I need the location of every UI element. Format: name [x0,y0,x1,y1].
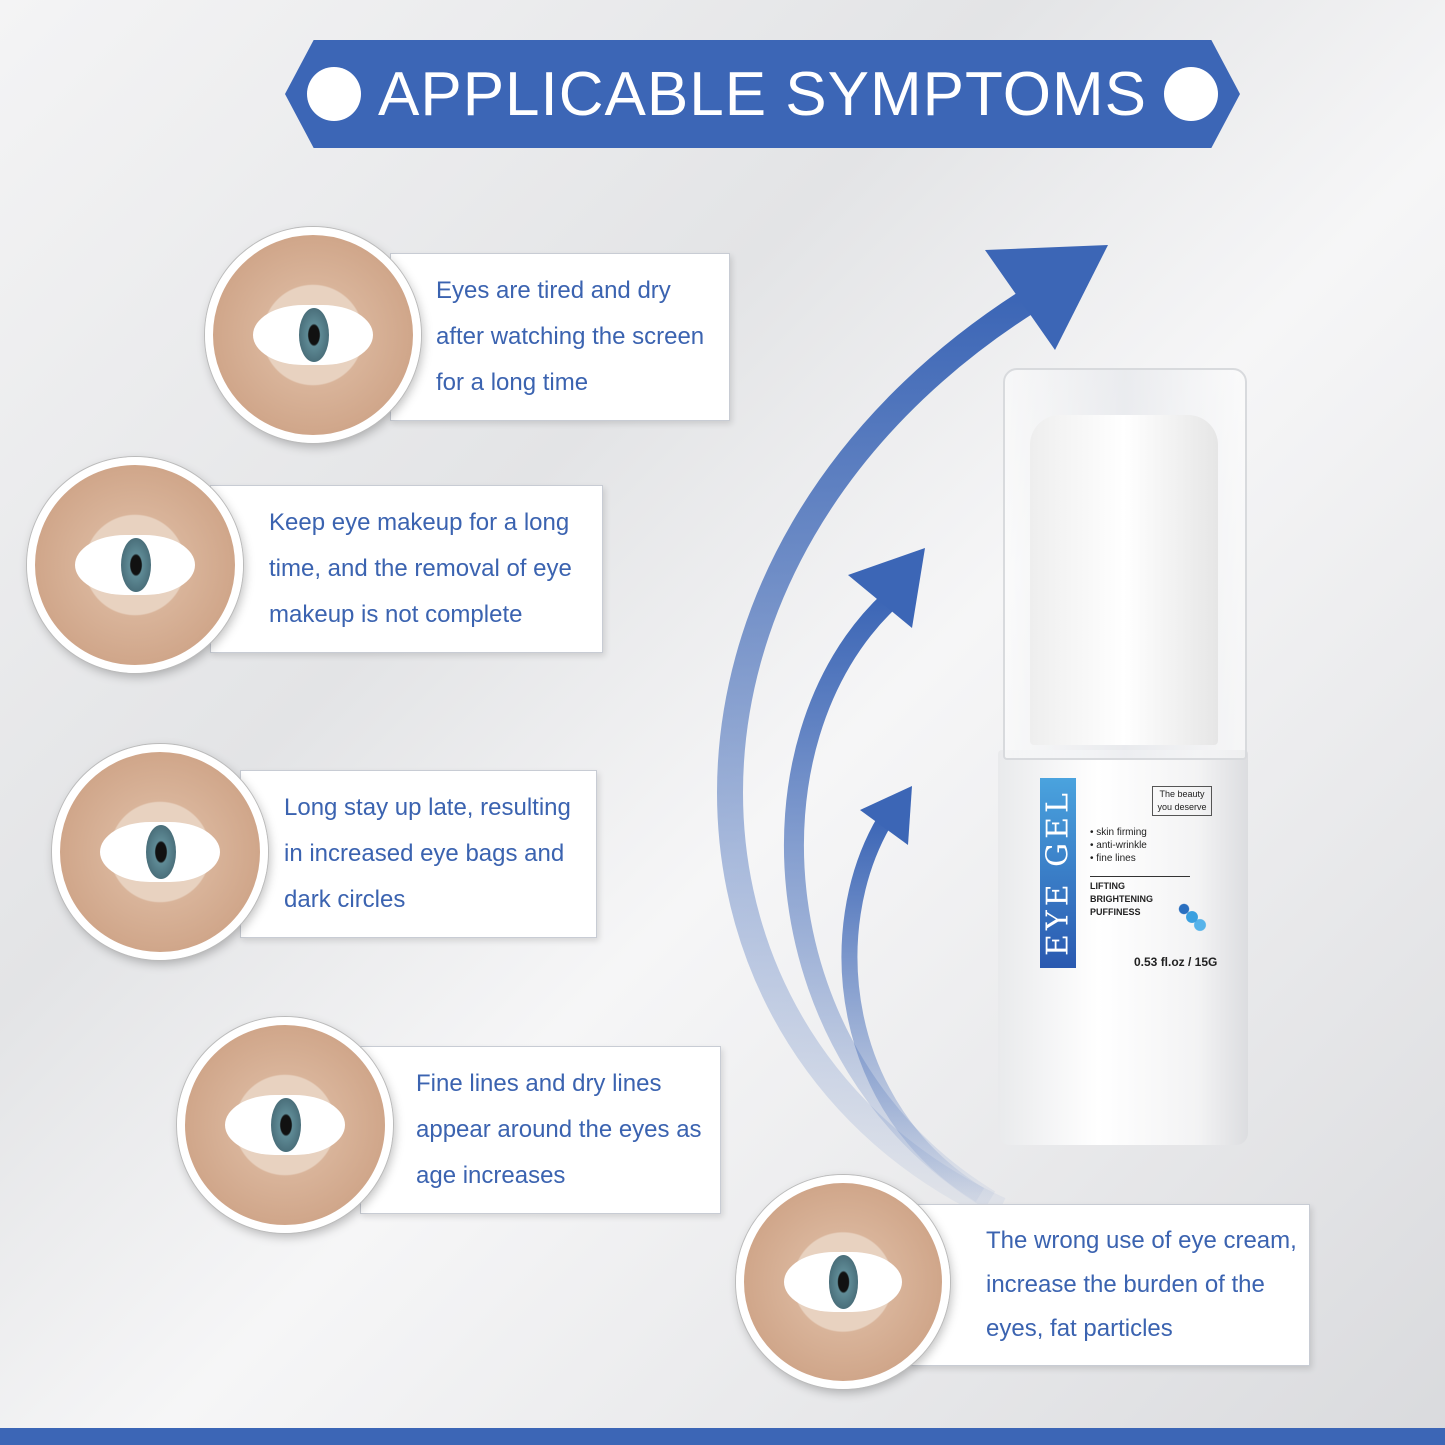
arrow-small [841,815,985,1202]
page-title: APPLICABLE SYMPTOMS [378,59,1147,129]
symptom-text: age increases [416,1162,566,1189]
eye-photo [177,1017,393,1233]
symptom-text: eyes, fat particles [986,1315,1173,1342]
bullet-dot-icon [307,67,361,121]
symptom-card: Keep eye makeup for a long time, and the… [210,485,603,653]
symptom-text: in increased eye bags and [284,840,565,867]
symptom-card: Fine lines and dry lines appear around t… [360,1046,721,1214]
bullet-dot-icon [1164,67,1218,121]
symptom-text: for a long time [436,369,589,396]
symptom-text: Long stay up late, resulting [284,794,571,821]
symptom-text: after watching the screen [436,323,705,350]
bottom-bar [0,1428,1445,1445]
eye-photo [27,457,243,673]
symptom-text: time, and the removal of eye [269,555,572,582]
arrow-large [717,289,1037,1222]
product-tagline: The beauty you deserve [1152,786,1212,816]
eye-photo [52,744,268,960]
benefit: • fine lines [1090,853,1136,864]
arrow-head-medium [848,548,925,628]
benefit: • skin firming [1090,827,1147,838]
symptom-text: appear around the eyes as [416,1116,702,1143]
eye-photo [736,1175,950,1389]
product-claims: LIFTING BRIGHTENING PUFFINESS [1090,876,1190,919]
symptom-text: The wrong use of eye cream, [986,1227,1297,1254]
eye-photo [205,227,421,443]
benefit: • anti-wrinkle [1090,840,1147,851]
symptom-text: Keep eye makeup for a long [269,509,570,536]
bubbles-icon [1172,897,1212,937]
arrow-head-large [985,245,1108,350]
product-size: 0.53 fl.oz / 15G [1134,955,1218,969]
symptom-card: The wrong use of eye cream, increase the… [910,1204,1310,1366]
symptom-text: increase the burden of the [986,1271,1265,1298]
symptom-text: Fine lines and dry lines [416,1070,662,1097]
arrow-head-small [860,786,912,845]
symptom-card: Long stay up late, resulting in increase… [240,770,597,938]
symptom-text: dark circles [284,886,406,913]
symptom-card: Eyes are tired and dry after watching th… [390,253,730,421]
symptom-text: Eyes are tired and dry [436,277,671,304]
product-name: EYE GEL [1040,778,1076,968]
symptom-text: makeup is not complete [269,601,523,628]
title-banner: APPLICABLE SYMPTOMS [285,40,1240,148]
bottle-pump [1030,415,1218,745]
